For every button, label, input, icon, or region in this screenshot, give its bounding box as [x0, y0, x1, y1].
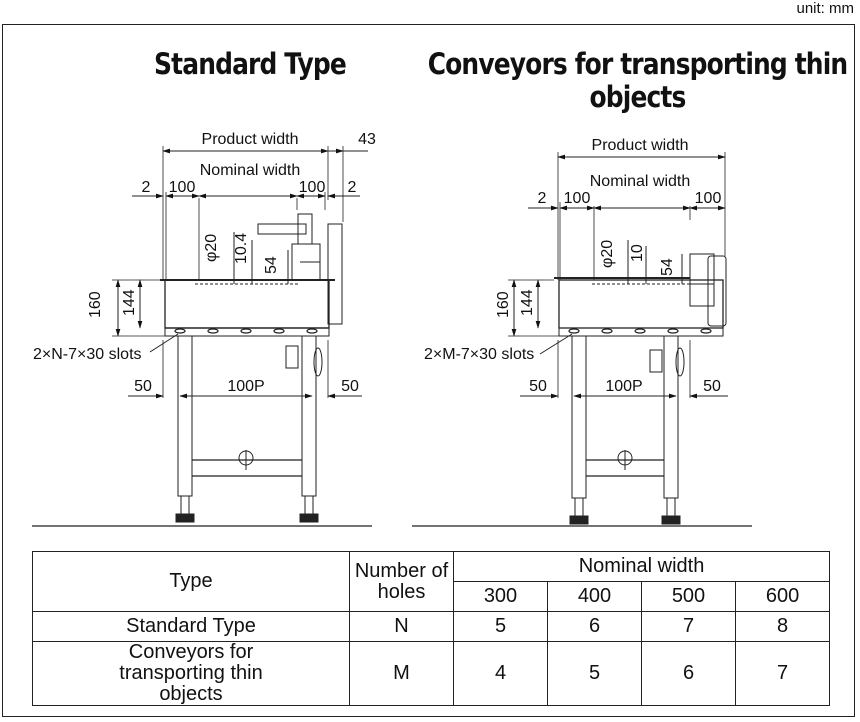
holes-header: Number of holes: [349, 551, 454, 612]
thin-dimension-labels: Product width Nominal width 2 100 100 φ2…: [424, 137, 721, 395]
row-value: 4: [453, 641, 548, 706]
std-frame-right-label: 100: [299, 179, 326, 196]
thin-frame-left-label: 100: [564, 190, 591, 207]
row-holes: M: [349, 641, 454, 706]
standard-drawing: [32, 146, 372, 527]
std-slots-note: 2×N-7×30 slots: [33, 346, 142, 363]
std-right-ext-label: 43: [358, 131, 376, 148]
thin-frame-right-label: 100: [695, 190, 722, 207]
row-type: Standard Type: [32, 611, 350, 642]
standard-dimension-labels: Product width 43 Nominal width 2 100 100…: [33, 131, 376, 395]
std-frame-left-label: 100: [169, 179, 196, 196]
thin-slots-note: 2×M-7×30 slots: [424, 346, 534, 363]
thin-overall-height-label: 160: [495, 291, 512, 318]
thin-roller-offset-label: 10: [629, 244, 646, 262]
drawing-frame: [2, 24, 855, 717]
width-header: 400: [547, 581, 642, 612]
thin-drawing: [412, 152, 752, 527]
row-value: 6: [641, 641, 736, 706]
thin-roller-dia-label: φ20: [599, 240, 616, 268]
std-frame-gap-label: 54: [263, 256, 280, 274]
thin-nominal-label: Nominal width: [590, 173, 690, 190]
thin-pitch-right-label: 50: [703, 378, 721, 395]
thin-frame-height-label: 144: [519, 289, 536, 316]
thin-pitch-left-label: 50: [529, 378, 547, 395]
std-edge-right-label: 2: [348, 179, 357, 196]
row-value: 5: [547, 641, 642, 706]
width-header: 500: [641, 581, 736, 612]
row-value: 7: [641, 611, 736, 642]
std-product-width-label: Product width: [202, 131, 299, 148]
unit-label: unit: mm: [796, 0, 854, 17]
std-overall-height-label: 160: [87, 291, 104, 318]
std-roller-offset-label: 10.4: [233, 233, 250, 264]
standard-type-title: Standard Type: [154, 47, 347, 81]
std-nominal-label: Nominal width: [200, 162, 300, 179]
row-type: Conveyors for transporting thin objects: [32, 641, 350, 706]
std-pitch-left-label: 50: [134, 378, 152, 395]
thin-objects-title: Conveyors for transporting thin objects: [427, 47, 848, 114]
thin-edge-left-label: 2: [538, 190, 547, 207]
width-header: 300: [453, 581, 548, 612]
table-row: Standard Type N 5 6 7 8: [32, 611, 831, 642]
std-roller-dia-label: φ20: [203, 234, 220, 262]
row-value: 5: [453, 611, 548, 642]
std-pitch-label: 100P: [227, 378, 264, 395]
thin-frame-gap-label: 54: [659, 258, 676, 276]
row-value: 6: [547, 611, 642, 642]
table-row: Conveyors for transporting thin objects …: [32, 641, 831, 706]
thin-pitch-label: 100P: [605, 378, 642, 395]
width-header: 600: [734, 581, 831, 612]
row-value: 7: [734, 641, 831, 706]
std-pitch-right-label: 50: [341, 378, 359, 395]
std-edge-left-label: 2: [142, 179, 151, 196]
row-holes: N: [349, 611, 454, 642]
type-header: Type: [32, 551, 350, 612]
row-value: 8: [734, 611, 831, 642]
holes-table: Type Number of holes Nominal width 300 4…: [32, 551, 831, 706]
thin-product-width-label: Product width: [592, 137, 689, 154]
std-frame-height-label: 144: [121, 289, 138, 316]
nominal-width-header: Nominal width: [452, 551, 831, 582]
